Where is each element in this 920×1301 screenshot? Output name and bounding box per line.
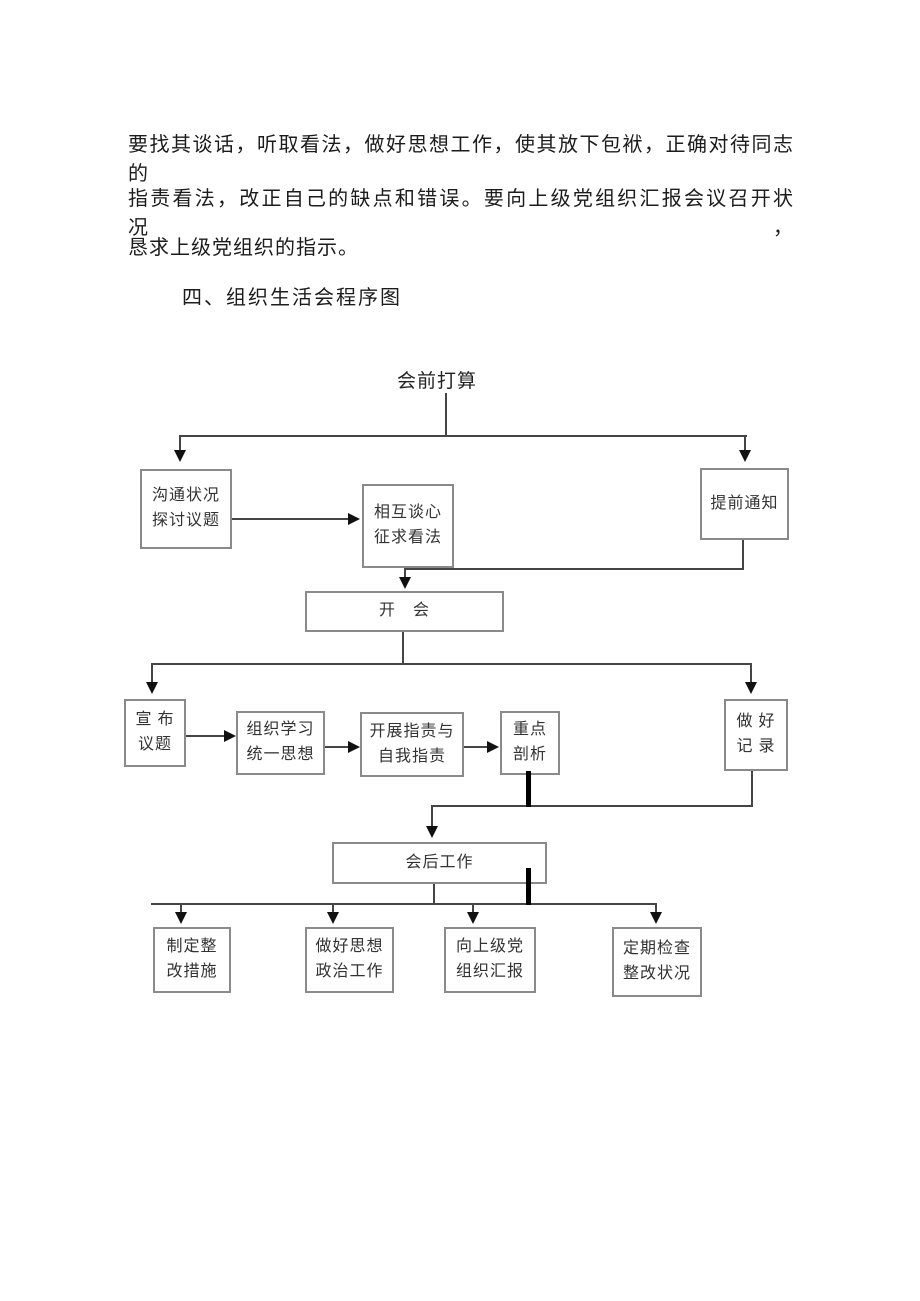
node-inspect-line1: 定期检查 [622,940,691,958]
thick-line-analyze-down [526,771,531,807]
arrowhead-to-after-work [426,826,438,838]
node-pre-meeting-plan: 会前打算 [397,370,478,392]
connector-study-criticize [321,746,350,748]
connector-report-drop [472,904,474,914]
connector-after-drop [431,806,433,828]
arrowhead-to-announce [146,682,158,694]
node-criticize-line1: 开展指责与 [369,722,455,740]
paragraph-line-2: 指责看法，改正自己的缺点和错误。要向上级党组织汇报会议召开状况， [128,188,794,239]
arrowhead-to-notify [739,450,751,462]
arrowhead-to-report [467,912,479,924]
node-record-line1: 做 好 [736,713,776,731]
node-analyze-line1: 重点 [512,721,547,739]
arrowhead-to-ideology [327,912,339,924]
paragraph-line-1: 要找其谈话，听取看法，做好思想工作，使其放下包袱，正确对待同志的 [128,134,794,185]
connector-bottom-horizontal [151,903,657,905]
arrowhead-to-meeting [399,577,411,589]
connector-row3-horizontal [431,805,753,807]
node-talk-line2: 征求看法 [373,529,442,546]
node-announce-topics: 宣 布 议题 [124,699,186,767]
node-announce-line2: 议题 [137,736,172,753]
node-measures-line2: 改措施 [166,963,218,980]
arrowhead-to-study [224,730,236,742]
thick-line-after-down [526,868,531,905]
node-organize-study: 组织学习 统一思想 [236,711,325,775]
node-announce-line1: 宣 布 [135,711,175,729]
node-communicate-discuss: 沟通状况 探讨议题 [140,469,232,549]
node-after-meeting-work: 会后工作 [332,842,547,884]
connector-row2-horizontal [151,663,752,665]
node-talk-line1: 相互谈心 [373,504,442,522]
connector-record-drop [750,664,752,684]
connector-criticize-analyze [460,746,489,748]
arrowhead-to-talk [348,513,360,525]
connector-announce-study [182,735,226,737]
node-report-to-superior: 向上级党 组织汇报 [444,927,536,993]
connector-title-down [445,393,447,436]
node-report-line1: 向上级党 [455,938,524,956]
node-periodic-inspection: 定期检查 整改状况 [612,927,702,997]
node-criticism-self-criticism: 开展指责与 自我指责 [360,712,464,777]
node-record-line2: 记 录 [736,738,776,755]
arrowhead-to-inspect [650,912,662,924]
paragraph-line-3: 恳求上级党组织的指示。 [128,237,359,259]
node-keep-records: 做 好 记 录 [724,699,788,771]
node-meeting-label: 开 会 [378,602,430,620]
connector-left-drop [179,436,181,452]
connector-right-drop [744,436,746,452]
arrowhead-to-analyze [487,741,499,753]
arrowhead-to-record [745,682,757,694]
node-after-label: 会后工作 [405,853,474,871]
connector-announce-drop [151,664,153,684]
connector-inspect-drop [655,904,657,914]
arrowhead-to-communicate [174,450,186,462]
node-meeting: 开 会 [305,591,504,632]
connector-meeting-down [402,628,404,665]
section-heading: 四、组织生活会程序图 [182,287,402,309]
node-advance-notice: 提前通知 [700,468,789,540]
node-analyze-line2: 剖析 [512,746,547,763]
connector-mid-horizontal [404,568,744,570]
node-ideology-line2: 政治工作 [315,963,384,980]
node-heart-talk: 相互谈心 征求看法 [362,484,454,568]
connector-meeting-drop [404,568,406,578]
node-ideological-work: 做好思想 政治工作 [305,927,394,993]
node-measures-line1: 制定整 [166,938,218,956]
node-communicate-line1: 沟通状况 [151,487,220,505]
node-communicate-line2: 探讨议题 [151,512,220,529]
node-study-line2: 统一思想 [246,746,315,763]
node-criticize-line2: 自我指责 [377,747,446,765]
node-key-analysis: 重点 剖析 [500,711,560,775]
connector-communicate-talk [228,518,350,520]
node-ideology-line1: 做好思想 [315,938,384,956]
connector-ideology-drop [332,904,334,914]
node-inspect-line2: 整改状况 [622,965,691,982]
node-notify-label: 提前通知 [710,494,779,512]
connector-measures-drop [180,904,182,914]
arrowhead-to-measures [175,912,187,924]
node-study-line1: 组织学习 [246,721,315,739]
node-rectification-measures: 制定整 改措施 [153,927,231,993]
node-report-line2: 组织汇报 [455,963,524,980]
connector-record-down [751,767,753,807]
arrowhead-to-criticize [348,741,360,753]
connector-top-horizontal [179,435,747,437]
connector-after-down [433,880,435,905]
connector-notify-down [742,536,744,570]
